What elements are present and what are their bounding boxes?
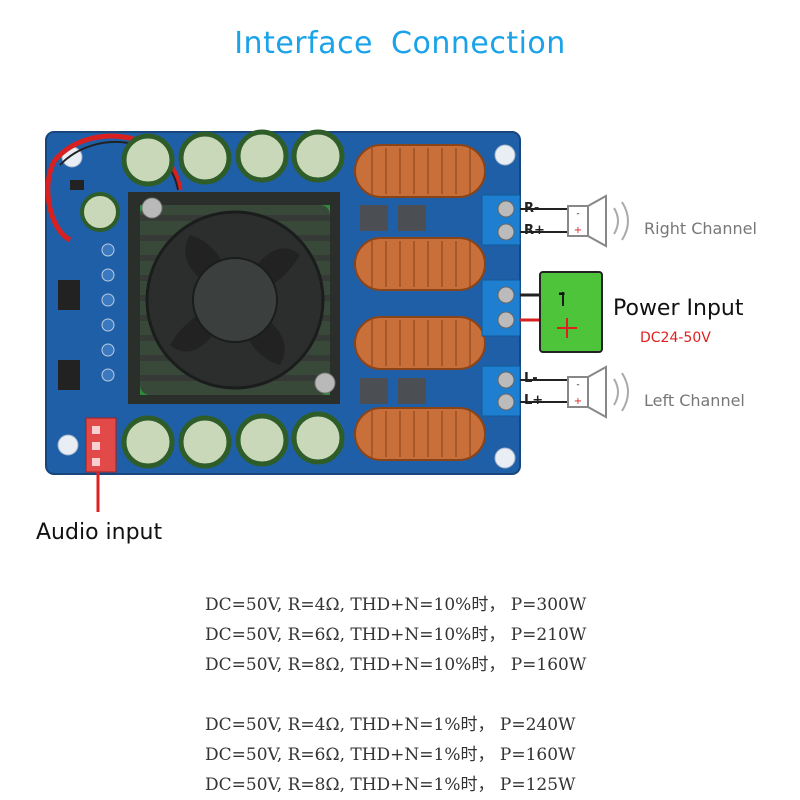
terminal-label-l-minus: L- (524, 371, 538, 386)
fan-icon (140, 197, 336, 395)
speaker-icon: - + (567, 194, 629, 248)
terminal-block (481, 194, 521, 417)
svg-text:-: - (576, 209, 579, 219)
power-input-label: Power Input (613, 296, 744, 321)
svg-text:+: + (574, 225, 582, 236)
svg-text:+: + (574, 396, 582, 407)
terminal-label-l-plus: L+ (524, 393, 544, 408)
spec-line: DC=50V, R=8Ω, THD+N=1%时， P=125W (205, 775, 576, 795)
spec-line: DC=50V, R=6Ω, THD+N=10%时， P=210W (205, 625, 587, 645)
mount-hole (57, 434, 79, 456)
mount-hole (494, 447, 516, 469)
audio-input-connector (85, 417, 117, 512)
terminal-label-r-minus: R- (524, 201, 540, 216)
spec-list: DC=50V, R=4Ω, THD+N=10%时， P=300W DC=50V,… (205, 590, 586, 800)
inductor-coil-icon (354, 144, 486, 461)
capacitor-icon (80, 192, 120, 232)
audio-input-label: Audio input (36, 520, 163, 545)
spec-line: DC=50V, R=4Ω, THD+N=1%时， P=240W (205, 715, 576, 735)
spec-line: DC=50V, R=8Ω, THD+N=10%时， P=160W (205, 655, 587, 675)
speaker-icon: - + (567, 365, 629, 419)
terminal-label-r-plus: R+ (524, 223, 545, 238)
capacitor-icon (121, 129, 345, 187)
spec-gap (205, 680, 586, 710)
spec-line: DC=50V, R=6Ω, THD+N=1%时， P=160W (205, 745, 576, 765)
capacitor-icon (121, 411, 345, 469)
left-channel-label: Left Channel (644, 391, 745, 410)
svg-text:-: - (576, 380, 579, 390)
small-components (58, 180, 115, 390)
mount-hole (494, 144, 516, 166)
battery-minus-label: - (558, 283, 566, 304)
spec-line: DC=50V, R=4Ω, THD+N=10%时， P=300W (205, 595, 587, 615)
right-channel-label: Right Channel (644, 219, 757, 238)
battery-icon (539, 271, 603, 353)
power-voltage-label: DC24-50V (640, 330, 711, 346)
page-title: Interface Connection (234, 26, 566, 61)
